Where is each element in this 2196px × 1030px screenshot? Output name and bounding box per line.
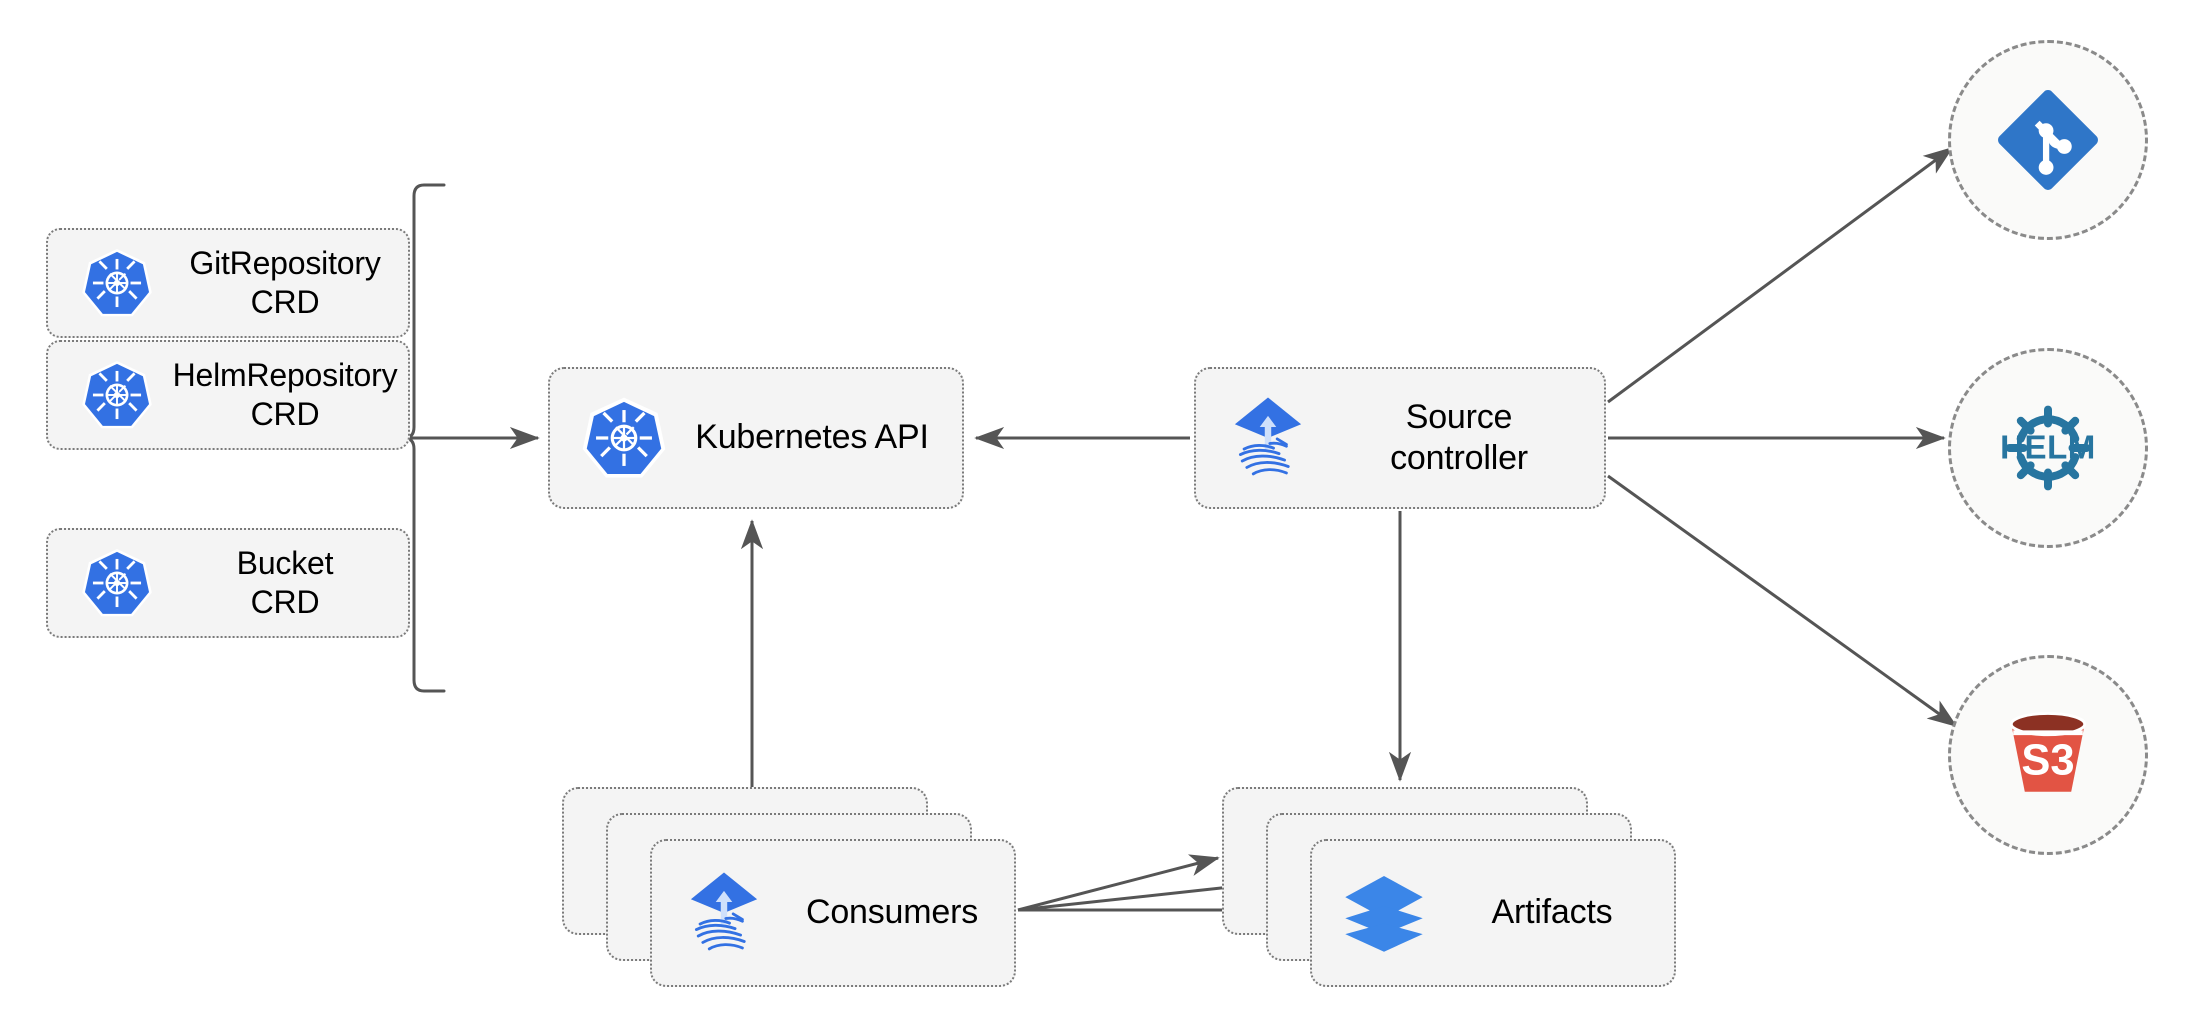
kubernetes-icon [62, 358, 172, 432]
arrow-source-controller-to-git [1607, 146, 1954, 404]
node-label: Artifacts [1491, 893, 1613, 932]
svg-text:S3: S3 [2021, 736, 2074, 784]
flux-icon [668, 867, 780, 959]
node-artifacts-stack[interactable]: Artifacts [1222, 787, 1678, 1017]
node-gitrepository-crd[interactable]: GitRepository CRD [46, 228, 410, 338]
flux-icon [1212, 392, 1324, 484]
node-label: Kubernetes API [695, 418, 929, 457]
node-label: Bucket CRD [236, 544, 334, 620]
endpoint-git[interactable] [1948, 40, 2148, 240]
s3-icon: S3 [1990, 697, 2106, 813]
helm-icon: HELM [1984, 384, 2112, 512]
node-label: HelmRepository CRD [172, 356, 398, 432]
node-kubernetes-api[interactable]: Kubernetes API [548, 367, 964, 509]
endpoint-helm[interactable]: HELM [1948, 348, 2148, 548]
node-helmrepository-crd[interactable]: HelmRepository CRD [46, 340, 410, 450]
node-consumers-stack[interactable]: Consumers [562, 787, 1018, 1017]
node-label: Source controller [1390, 397, 1528, 477]
svg-text:HELM: HELM [2000, 430, 2096, 467]
endpoint-s3[interactable]: S3 [1948, 655, 2148, 855]
node-bucket-crd[interactable]: Bucket CRD [46, 528, 410, 638]
arrow-consumers-to-artifacts-1 [1017, 854, 1220, 912]
node-source-controller[interactable]: Source controller [1194, 367, 1606, 509]
kubernetes-icon [62, 546, 172, 620]
kubernetes-icon [568, 395, 680, 481]
git-icon [1992, 84, 2104, 196]
node-consumers[interactable]: Consumers [650, 839, 1016, 987]
node-label: GitRepository CRD [189, 244, 381, 320]
arrow-source-controller-to-s3 [1607, 474, 1958, 728]
node-label: Consumers [805, 893, 979, 932]
node-artifacts[interactable]: Artifacts [1310, 839, 1676, 987]
layers-icon [1328, 869, 1440, 957]
crd-group-bracket [403, 183, 446, 693]
kubernetes-icon [62, 246, 172, 320]
